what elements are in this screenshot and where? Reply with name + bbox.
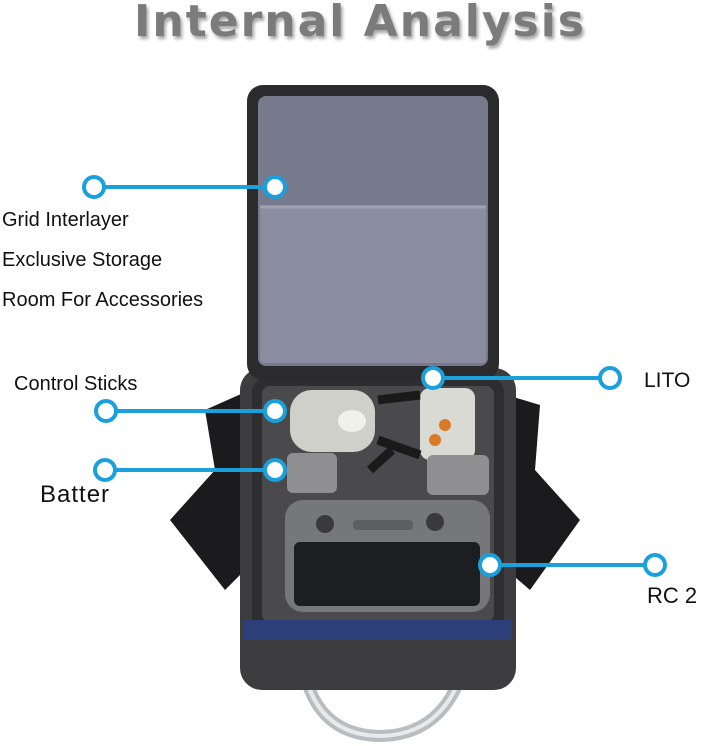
callout-line-1: Grid Interlayer <box>2 209 129 231</box>
propeller-hub <box>439 419 451 431</box>
callout-dot-icon <box>93 458 117 482</box>
rc2-screen <box>294 542 480 606</box>
grid-interlayer-callout: Grid Interlayer Exclusive Storage Room F… <box>2 200 203 320</box>
control-sticks-label: Control Sticks <box>14 373 138 395</box>
shoulder-strap-left <box>170 390 255 590</box>
drone-arms <box>366 390 422 474</box>
page-title: Internal Analysis <box>134 0 586 47</box>
callout-dot-icon <box>598 366 622 390</box>
callout-dot-icon <box>263 175 287 199</box>
drone-camera <box>338 410 366 432</box>
callout-lines <box>94 185 655 567</box>
propeller-hub <box>429 434 441 446</box>
callout-line-2: Exclusive Storage <box>2 249 163 271</box>
callout-dot-icon <box>263 399 287 423</box>
control-stick-left <box>316 515 334 533</box>
lito-label: LITO <box>644 369 691 392</box>
battery-right <box>427 455 489 495</box>
callout-dot-icon <box>478 553 502 577</box>
callout-dot-icon <box>263 458 287 482</box>
drone-body <box>290 390 375 452</box>
rc2-label: RC 2 <box>647 583 698 608</box>
callout-dot-icon <box>82 175 106 199</box>
mesh-pocket <box>260 205 486 363</box>
callout-line-3: Room For Accessories <box>2 289 204 311</box>
rc2-buttons <box>353 520 413 530</box>
battery-left <box>287 453 337 493</box>
battery-label: Batter <box>40 481 111 508</box>
callout-dot-icon <box>94 399 118 423</box>
control-stick-right <box>426 513 444 531</box>
accent-trim <box>244 620 512 640</box>
callout-dot-icon <box>643 553 667 577</box>
callout-dot-icon <box>421 366 445 390</box>
